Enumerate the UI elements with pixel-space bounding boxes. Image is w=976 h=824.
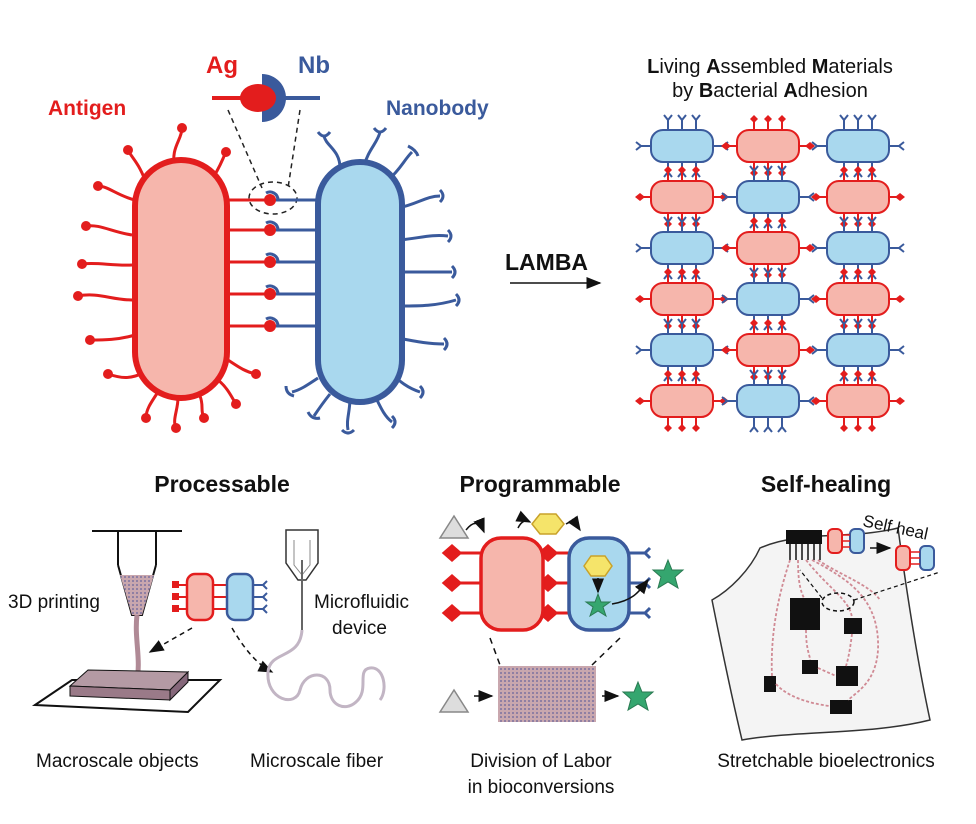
antigen-cell bbox=[650, 180, 714, 214]
nanobody-cups bbox=[284, 127, 461, 435]
selfhealing-heading: Self-healing bbox=[761, 471, 891, 497]
microfluidic-label-1: Microfluidic bbox=[314, 592, 409, 613]
nanobody-cell bbox=[650, 231, 714, 265]
programmable-caption-1: Division of Labor bbox=[470, 751, 612, 772]
nanobody-cell bbox=[650, 129, 714, 163]
bound-pairs bbox=[264, 190, 280, 332]
antigen-cell bbox=[826, 282, 890, 316]
selfhealing-caption: Stretchable bioelectronics bbox=[717, 751, 935, 772]
programmable-caption-2: in bioconversions bbox=[468, 777, 615, 798]
nb-label: Nb bbox=[298, 52, 330, 79]
printing-illustration bbox=[31, 530, 223, 714]
nanobody-cell bbox=[826, 231, 890, 265]
antigen-cell bbox=[826, 180, 890, 214]
antigen-cell bbox=[736, 333, 800, 367]
antigen-cell bbox=[650, 282, 714, 316]
antigen-cell bbox=[736, 129, 800, 163]
mini-cell-pair bbox=[148, 572, 274, 673]
processable-heading: Processable bbox=[154, 471, 290, 497]
nanobody-label: Nanobody bbox=[386, 97, 489, 120]
lamba-title-line1: Living Assembled Materials bbox=[647, 56, 893, 78]
nanobody-cell bbox=[826, 333, 890, 367]
lamba-label: LAMBA bbox=[505, 249, 588, 275]
lamba-title-line2: by Bacterial Adhesion bbox=[672, 80, 868, 102]
microfluidic-label-2: device bbox=[332, 618, 387, 639]
nanobody-cell bbox=[315, 159, 405, 405]
nanobody-cell bbox=[736, 384, 800, 418]
programmable-heading: Programmable bbox=[459, 471, 620, 497]
printing-label: 3D printing bbox=[8, 592, 100, 613]
microfluidic-device bbox=[266, 529, 386, 709]
nanobody-cell bbox=[736, 180, 800, 214]
antigen-cell bbox=[132, 157, 230, 401]
ag-label: Ag bbox=[206, 52, 238, 79]
living-material-lattice bbox=[635, 114, 905, 433]
antigen-label: Antigen bbox=[48, 97, 126, 120]
macroscale-caption: Macroscale objects bbox=[36, 751, 199, 772]
ag-nb-binding-icon bbox=[212, 74, 320, 122]
programmable-illustration bbox=[438, 510, 685, 722]
antigen-cell bbox=[650, 384, 714, 418]
nanobody-cell bbox=[736, 282, 800, 316]
nanobody-cell bbox=[650, 333, 714, 367]
bioelectronics-illustration bbox=[711, 527, 941, 741]
microscale-caption: Microscale fiber bbox=[250, 751, 384, 772]
bacteria-pair: Ag Nb Antigen Nanobody bbox=[48, 52, 489, 435]
antigen-appendages bbox=[73, 123, 266, 433]
antigen-cell bbox=[736, 231, 800, 265]
nanobody-cell bbox=[826, 129, 890, 163]
antigen-cell bbox=[826, 384, 890, 418]
